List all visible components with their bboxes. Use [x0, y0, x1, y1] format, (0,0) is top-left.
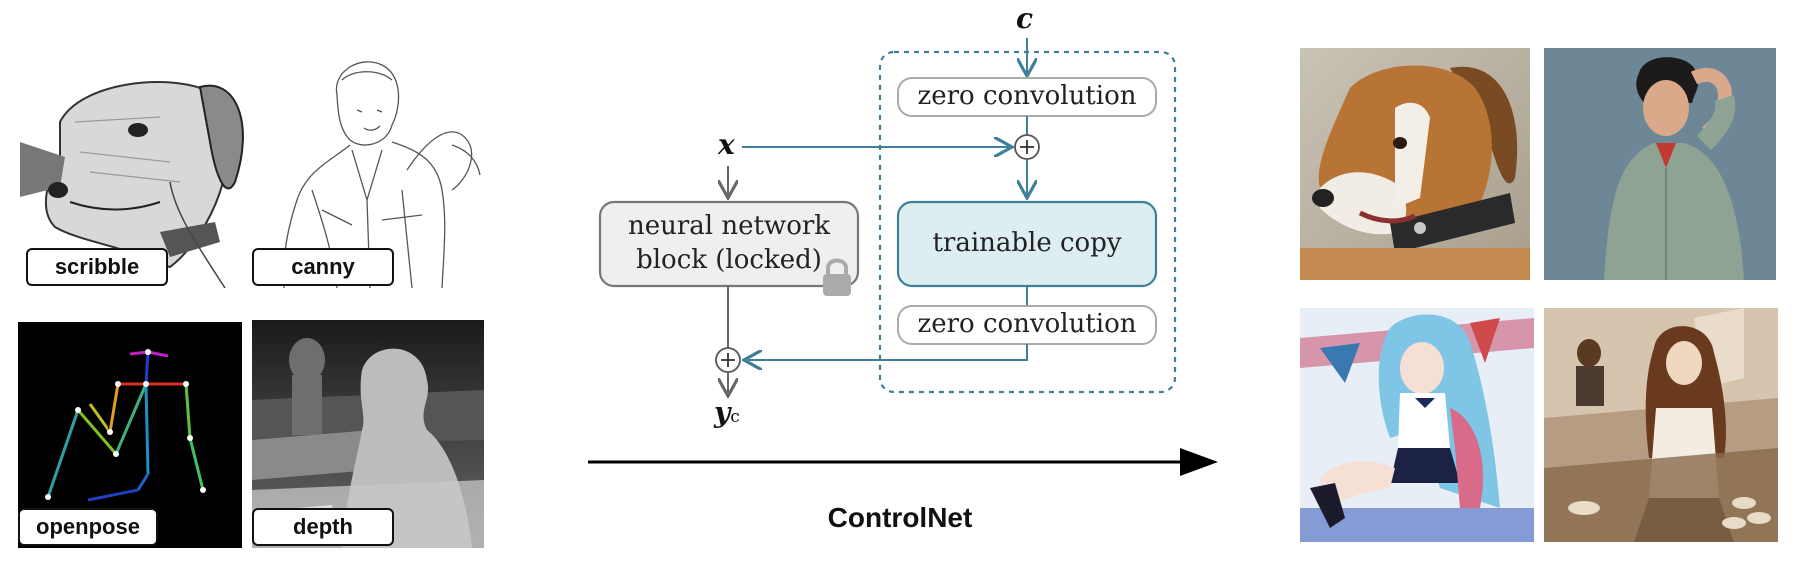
scribble-label: scribble: [26, 248, 168, 286]
locked-block-label: neural network block (locked): [600, 202, 858, 286]
output-man-image: [1544, 48, 1776, 280]
input-c-label: c: [1016, 2, 1034, 35]
output-y-label: yc: [714, 396, 740, 429]
openpose-label: openpose: [18, 508, 158, 546]
locked-block-line2: block (locked): [636, 245, 822, 275]
lock-icon: [823, 258, 851, 296]
zero-conv-bottom-label: zero convolution: [917, 309, 1137, 340]
output-sepia-image: [1544, 308, 1778, 542]
output-anime-image: [1300, 308, 1534, 542]
depth-label: depth: [252, 508, 394, 546]
pipeline-label: ControlNet: [827, 502, 973, 533]
output-y-subscript: c: [730, 407, 740, 427]
trainable-copy-label: trainable copy: [932, 228, 1122, 259]
output-y-main: y: [714, 396, 731, 429]
zero-conv-top-label: zero convolution: [917, 81, 1137, 112]
canny-label: canny: [252, 248, 394, 286]
locked-block-line1: neural network: [627, 211, 831, 242]
input-x-label: x: [718, 128, 735, 161]
output-dog-image: [1300, 48, 1530, 280]
